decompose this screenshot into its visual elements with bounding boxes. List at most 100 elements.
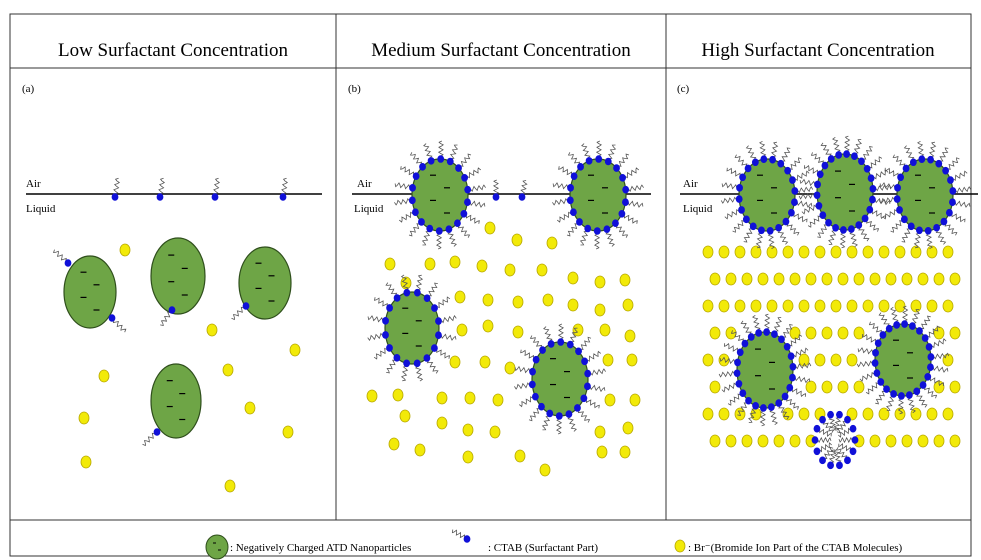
ctab-head [873, 369, 881, 377]
ctab-molecule [778, 323, 793, 344]
ctab-tail [917, 140, 925, 157]
ctab-head [751, 158, 759, 167]
ctab-tail [947, 157, 960, 170]
ctab-tail [465, 214, 480, 224]
bromide-ion [782, 407, 794, 421]
ctab-molecule [869, 184, 892, 193]
ctab-tail [470, 200, 486, 208]
ctab-tail [436, 233, 443, 250]
ctab-head [455, 164, 462, 172]
ctab-head [412, 172, 420, 181]
bromide-ion [926, 407, 938, 421]
ctab-tail [112, 320, 127, 333]
bromide-ion [484, 221, 496, 235]
ctab-molecule [718, 369, 741, 378]
ctab-head [581, 357, 588, 366]
panel-c-title: High Surfactant Concentration [701, 40, 935, 61]
ctab-head [918, 155, 926, 164]
ctab-tail [839, 232, 847, 249]
ctab-molecule [423, 354, 439, 374]
panel-b-letter: (b) [348, 83, 361, 95]
ctab-head [412, 208, 419, 217]
ctab-head [900, 215, 908, 224]
ctab-head [528, 380, 536, 389]
ctab-head [901, 320, 909, 328]
ctab-molecule [782, 217, 800, 236]
ctab-tail [903, 145, 915, 160]
ctab-molecule [552, 196, 574, 206]
ctab-molecule [827, 449, 837, 470]
ctab-head [843, 150, 851, 158]
ctab-tail [421, 230, 431, 246]
ctab-tail [590, 384, 606, 393]
ctab-tail [773, 317, 782, 332]
ctab-tail [367, 332, 383, 341]
ctab-molecule [901, 222, 915, 243]
ctab-molecule [529, 335, 546, 354]
ctab-tail [113, 177, 121, 195]
nanoparticle [150, 363, 202, 439]
bromide-ion [539, 463, 551, 477]
ctab-tail [873, 169, 889, 180]
panel-a-air-label: Air [26, 178, 41, 190]
bromide-ion [805, 380, 817, 394]
ctab-tail [835, 447, 848, 459]
ctab-molecule [781, 392, 800, 410]
ctab-head [755, 329, 763, 337]
ctab-tail [623, 214, 638, 224]
bromide-ion [846, 299, 858, 313]
bromide-ion [942, 353, 954, 367]
ctab-head [819, 211, 827, 220]
bromide-ion [798, 407, 810, 421]
ctab-molecule [423, 143, 435, 165]
ctab-molecule [767, 403, 778, 426]
ctab-tail [409, 152, 423, 165]
panel-c-air-label: Air [683, 178, 698, 190]
ctab-tail [838, 436, 853, 444]
bromide-ion [572, 323, 584, 337]
ctab-head [935, 159, 943, 168]
nanoparticles-layer [63, 153, 954, 439]
ctab-molecule [838, 424, 857, 438]
ctab-head [386, 344, 393, 352]
ctab-head [947, 176, 954, 184]
ctab-tail [514, 365, 530, 374]
ctab-head [735, 195, 743, 203]
bromide-ion [718, 299, 730, 313]
ctab-tail [514, 382, 530, 390]
ctab-head [211, 193, 219, 201]
ctab-head [738, 206, 745, 214]
ctab-head [419, 163, 426, 171]
ctab-tail [819, 428, 832, 438]
ctab-head [835, 151, 843, 159]
ctab-molecule [108, 314, 127, 333]
ctab-head [574, 404, 581, 412]
ctab-head [847, 225, 855, 233]
ctab-head [897, 173, 905, 182]
legend: : Negatively Charged ATD Nanoparticles :… [205, 529, 903, 560]
bromide-ion [224, 479, 236, 493]
ctab-tail [558, 166, 573, 176]
ctab-molecule [435, 331, 457, 341]
ctab-head [744, 164, 752, 173]
ctab-tail [457, 225, 471, 238]
ctab-molecule [454, 219, 471, 238]
ctab-molecule [557, 323, 565, 346]
bromide-ion [894, 299, 906, 313]
ctab-head [894, 184, 901, 192]
ctab-molecule [940, 217, 958, 236]
ctab-tail [543, 326, 553, 342]
ctab-tail [441, 315, 457, 324]
ctab-molecule [775, 399, 790, 420]
ctab-molecule [861, 214, 880, 232]
bromide-ion [542, 293, 554, 307]
ctab-head [575, 347, 582, 356]
bromide-ion [814, 299, 826, 313]
nanoparticle [150, 237, 206, 315]
ctab-tail [952, 170, 968, 182]
ctab-tail [916, 393, 928, 408]
bromide-ion [837, 272, 849, 286]
ctab-tail [718, 370, 735, 378]
ctab-molecule [603, 225, 615, 247]
ctab-molecule [813, 424, 832, 438]
